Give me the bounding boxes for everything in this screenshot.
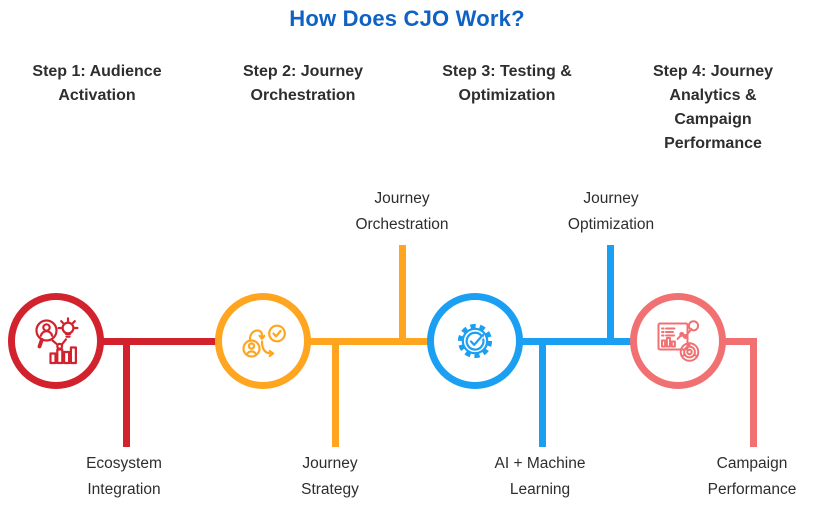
audience-search-icon: [30, 315, 82, 367]
label-line: Journey: [583, 190, 639, 207]
branch-line-ai-machine-learning: [539, 340, 546, 447]
step-3-header-line: Step 3: Testing &: [442, 63, 572, 80]
journey-flow-icon: [237, 315, 289, 367]
branch-line-ecosystem-integration: [123, 340, 130, 447]
connector-step2-step3: [309, 338, 429, 345]
step-1-circle: [8, 293, 104, 389]
connector-step3-step4: [521, 338, 632, 345]
step-2-header-line: Orchestration: [250, 87, 356, 104]
label-line: Learning: [509, 481, 571, 498]
branch-line-journey-orchestration: [399, 245, 406, 342]
ai-machine-learning-label: AI + Machine Learning: [455, 451, 625, 503]
label-line: Performance: [707, 481, 797, 498]
branch-line-journey-strategy: [332, 340, 339, 447]
label-line: Journey: [302, 455, 358, 472]
step-3-header-line: Optimization: [458, 87, 556, 104]
connector-step1-step2: [102, 338, 217, 345]
step-4-header-line: Campaign: [674, 111, 752, 128]
step-1-header: Step 1: Audience Activation: [7, 60, 187, 108]
label-line: AI + Machine: [494, 455, 586, 472]
label-line: Ecosystem: [86, 455, 162, 472]
step-1-header-line: Activation: [58, 87, 136, 104]
branch-line-journey-optimization: [607, 245, 614, 342]
step-1-header-line: Step 1: Audience: [32, 63, 162, 80]
branch-line-campaign-performance: [750, 338, 757, 447]
label-line: Campaign: [716, 455, 788, 472]
journey-orchestration-label: Journey Orchestration: [322, 186, 482, 238]
label-line: Orchestration: [355, 216, 449, 233]
step-3-header: Step 3: Testing & Optimization: [417, 60, 597, 108]
ecosystem-integration-label: Ecosystem Integration: [39, 451, 209, 503]
label-line: Journey: [374, 190, 430, 207]
step-4-circle: [630, 293, 726, 389]
step-4-header-line: Analytics &: [669, 87, 757, 104]
gear-check-icon: [449, 315, 501, 367]
label-line: Optimization: [567, 216, 655, 233]
analytics-dashboard-icon: [652, 315, 704, 367]
page-title: How Does CJO Work?: [289, 6, 525, 31]
step-4-header-line: Step 4: Journey: [652, 63, 774, 80]
step-4-header-line: Performance: [664, 135, 762, 152]
label-line: Strategy: [301, 481, 359, 498]
campaign-performance-label: Campaign Performance: [667, 451, 814, 503]
journey-optimization-label: Journey Optimization: [531, 186, 691, 238]
step-2-circle: [215, 293, 311, 389]
step-4-header: Step 4: Journey Analytics & Campaign Per…: [623, 60, 803, 156]
journey-strategy-label: Journey Strategy: [245, 451, 415, 503]
step-2-header-line: Step 2: Journey: [242, 63, 364, 80]
step-3-circle: [427, 293, 523, 389]
label-line: Integration: [87, 481, 161, 498]
step-2-header: Step 2: Journey Orchestration: [213, 60, 393, 108]
connector-step4-elbow: [724, 338, 757, 345]
